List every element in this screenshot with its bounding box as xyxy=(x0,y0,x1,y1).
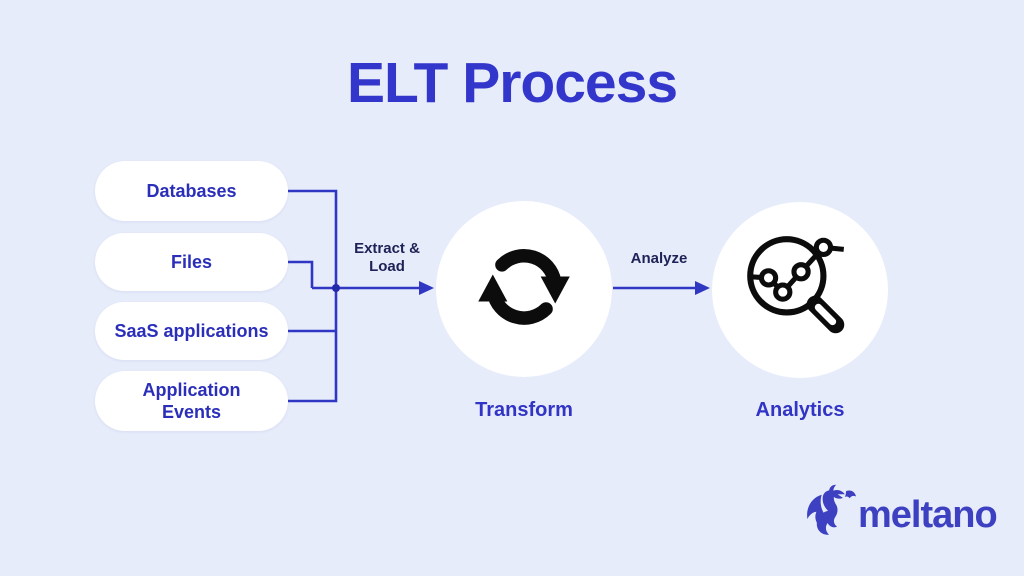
arrow-analyze xyxy=(695,281,710,295)
source-pill-files: Files xyxy=(95,233,288,291)
analytics-stage-label: Analytics xyxy=(755,399,845,421)
source-pill-saas-applications: SaaS applications xyxy=(95,302,288,360)
extract-load-label: Extract & Load xyxy=(354,240,420,275)
source-pill-label: Databases xyxy=(146,180,237,201)
diagram-title: ELT Process xyxy=(346,51,678,115)
source-pill-label: Application Events xyxy=(142,379,241,423)
arrow-extract-load xyxy=(419,281,434,295)
transform-stage-label: Transform xyxy=(475,399,573,421)
junction-dot xyxy=(332,284,340,292)
cycle-arrows-icon xyxy=(478,249,570,325)
source-pill-label: SaaS applications xyxy=(114,320,269,341)
analyze-label: Analyze xyxy=(630,250,688,267)
meltano-wordmark: meltano xyxy=(858,493,998,536)
source-pill-label: Files xyxy=(170,251,213,272)
source-pill-application-events: Application Events xyxy=(95,371,288,431)
transform-stage-circle xyxy=(436,201,612,377)
meltano-logo: meltano xyxy=(802,482,998,538)
meltano-dragon-icon xyxy=(807,484,856,535)
source-pill-databases: Databases xyxy=(95,161,288,221)
magnifier-chart-icon xyxy=(747,236,845,334)
analytics-stage-circle xyxy=(712,202,888,378)
